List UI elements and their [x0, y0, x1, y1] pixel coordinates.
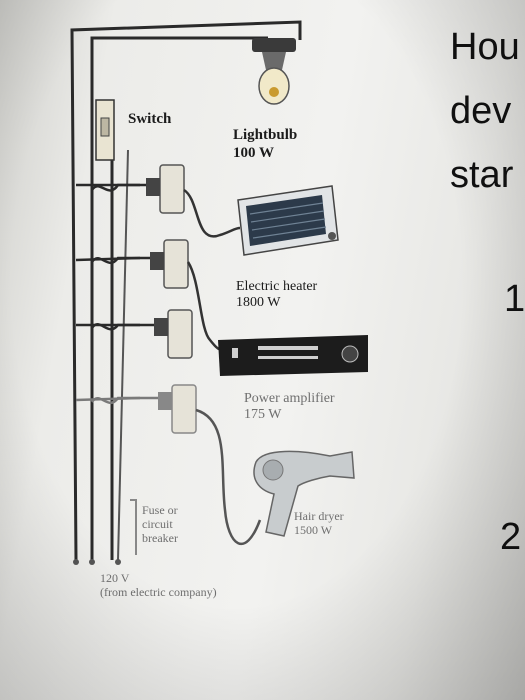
fuse-breaker	[130, 499, 137, 555]
switch-label: Switch	[128, 111, 172, 127]
lightbulb-label: Lightbulb	[233, 127, 298, 143]
plug-icons	[146, 178, 172, 410]
branch-wires	[75, 183, 160, 405]
appliance-cords	[183, 188, 262, 545]
question-line-2: dev	[450, 90, 512, 132]
amplifier-label: Power amplifier	[244, 391, 335, 406]
fuse-label-line3: breaker	[142, 531, 178, 545]
supply-source-label: (from electric company)	[100, 585, 217, 599]
lightbulb-power: 100 W	[233, 145, 274, 161]
hair-dryer-label: Hair dryer	[294, 509, 344, 523]
supply-terminals	[73, 559, 121, 565]
question-line-3: star	[450, 154, 514, 196]
question-line-1: Hou	[450, 26, 520, 68]
heater-label: Electric heater	[236, 279, 318, 294]
fuse-label-line1: Fuse or	[142, 503, 178, 517]
fuse-label-line2: circuit	[142, 517, 173, 531]
question-item-1: 1	[504, 278, 525, 320]
power-amplifier-icon	[218, 335, 368, 376]
lightbulb-icon	[252, 38, 296, 105]
amplifier-power: 175 W	[244, 407, 282, 422]
hair-dryer-icon	[253, 450, 355, 537]
circuit-wires	[70, 20, 302, 561]
wall-switch	[95, 99, 115, 161]
supply-voltage-label: 120 V	[100, 571, 130, 585]
heater-power: 1800 W	[236, 295, 281, 310]
electric-heater-icon	[237, 185, 339, 256]
hair-dryer-power: 1500 W	[294, 523, 333, 537]
question-item-2: 2	[500, 516, 522, 558]
wall-outlets	[159, 164, 197, 434]
